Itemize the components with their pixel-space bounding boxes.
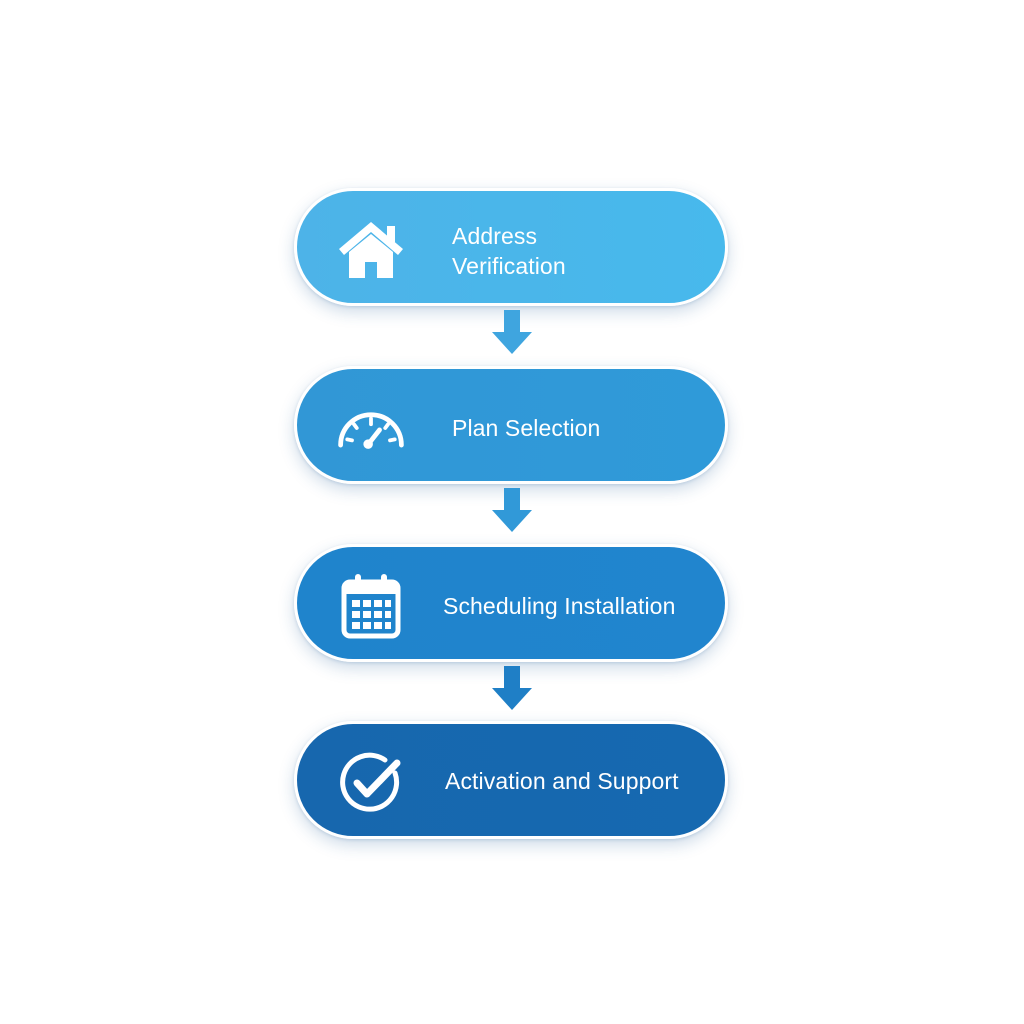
- house-icon: [333, 217, 409, 283]
- calendar-icon: [333, 573, 409, 639]
- step-address-verification: Address Verification: [294, 188, 728, 306]
- step-label: Activation and Support: [445, 768, 679, 794]
- step-label: Plan Selection: [452, 415, 601, 441]
- step-activation-and-support: Activation and Support: [294, 721, 728, 839]
- down-arrow-connector: [492, 666, 532, 710]
- step-label: Address Verification: [452, 223, 566, 279]
- checkmark-circle-icon: [333, 750, 409, 816]
- down-arrow-connector: [492, 310, 532, 354]
- step-label: Scheduling Installation: [443, 593, 676, 619]
- down-arrow-connector: [492, 488, 532, 532]
- speedometer-icon: [333, 395, 409, 461]
- step-plan-selection: Plan Selection: [294, 366, 728, 484]
- step-scheduling-installation: Scheduling Installation: [294, 544, 728, 662]
